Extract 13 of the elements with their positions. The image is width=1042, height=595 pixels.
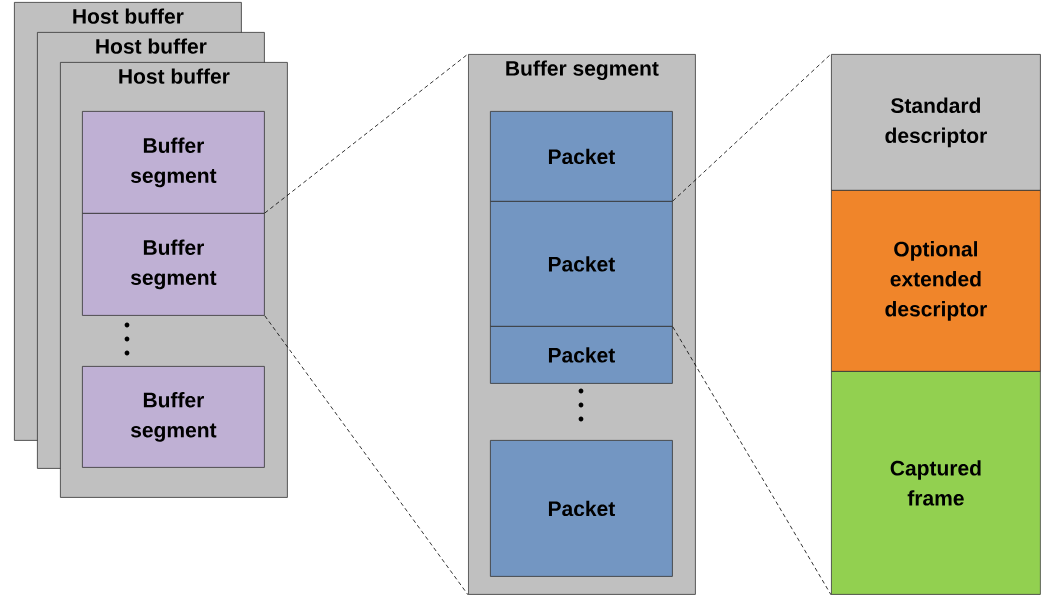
zoom-line xyxy=(672,53,832,202)
segment-box: Buffer segment xyxy=(82,213,265,316)
frame-block: Captured frame xyxy=(831,371,1041,595)
segment-box: Buffer segment xyxy=(82,111,265,214)
zoom-line xyxy=(672,326,832,595)
packet-box: Packet xyxy=(490,326,673,384)
packet-box: Packet xyxy=(490,111,673,202)
zoom-line xyxy=(264,53,469,214)
packet-box: Packet xyxy=(490,440,673,577)
descriptor-block: Standard descriptor xyxy=(831,54,1041,191)
segment-box: Buffer segment xyxy=(82,366,265,468)
zoom-line xyxy=(264,315,469,595)
descriptor-block: Optional extended descriptor xyxy=(831,190,1041,372)
